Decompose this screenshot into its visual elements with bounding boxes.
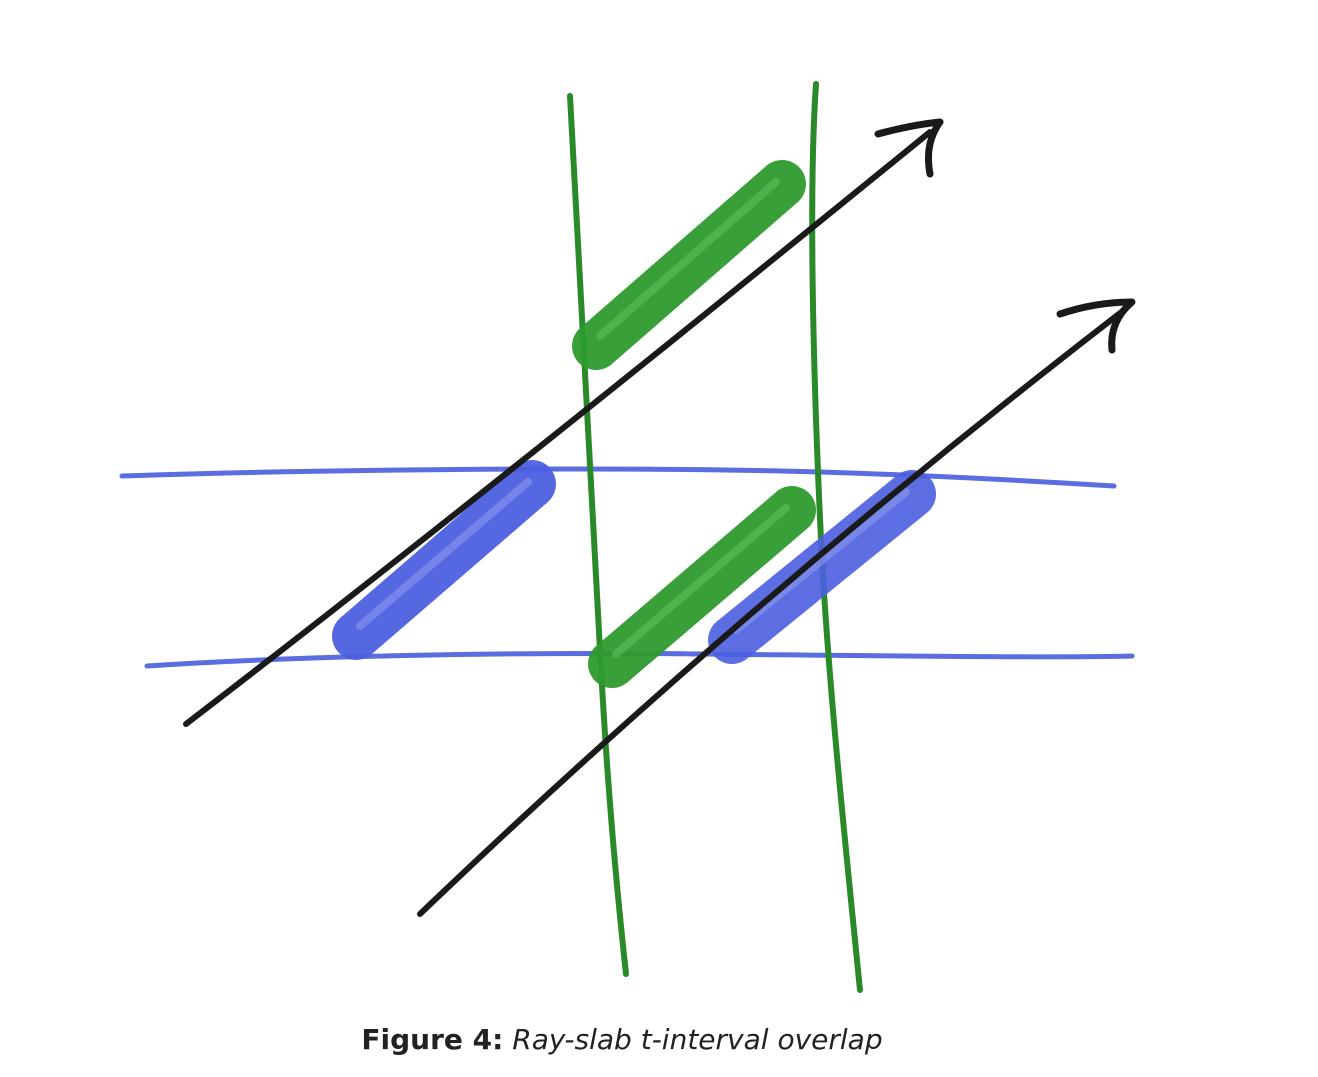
ray1-x-slab-interval (572, 160, 806, 370)
ray-1-arrowhead (874, 118, 944, 178)
vertical-slab-left-line (567, 93, 629, 977)
rays (183, 118, 1136, 917)
interval-highlights (332, 160, 936, 688)
ray2-x-slab-interval (588, 486, 816, 688)
ray-1 (183, 129, 933, 727)
ray2-x-slab-interval-sheen (612, 504, 790, 658)
ray2-y-slab-interval (708, 470, 936, 664)
ray1-x-slab-interval-sheen (596, 178, 780, 340)
horizontal-slab-lower-line (144, 651, 1135, 669)
figure-caption-label: Figure 4: (361, 1023, 504, 1056)
horizontal-slab (119, 466, 1135, 669)
ray-2 (417, 307, 1127, 917)
ray1-y-slab-interval-sheen (356, 478, 532, 630)
ray1-y-slab-interval (332, 460, 556, 660)
figure-caption: Figure 4: Ray-slab t-interval overlap (0, 1020, 1244, 1060)
ray2-y-slab-interval-sheen (732, 488, 910, 634)
horizontal-slab-upper-line (119, 466, 1117, 489)
ray-2-arrowhead (1056, 298, 1136, 354)
figure-caption-title: Ray-slab t-interval overlap (512, 1023, 883, 1056)
